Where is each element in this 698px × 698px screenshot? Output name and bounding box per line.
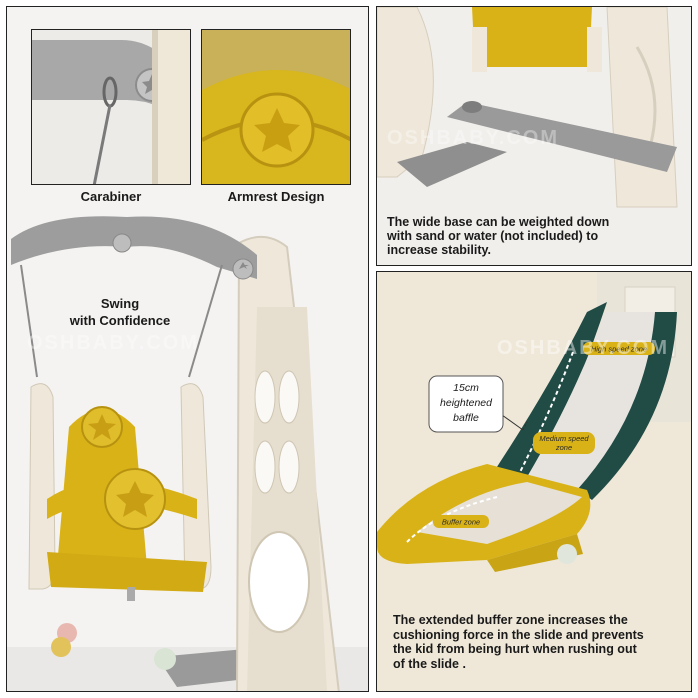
medium-speed-zone-tag bbox=[533, 432, 595, 454]
wide-base-caption: The wide base can be weighted down with … bbox=[387, 215, 687, 257]
high-speed-zone-label: High speed zone bbox=[591, 345, 647, 354]
baffle-label-line2: heightened bbox=[440, 397, 493, 409]
carabiner-illustration bbox=[32, 30, 190, 184]
medium-speed-zone-label-line2: zone bbox=[555, 443, 572, 452]
slide-panel: 15cm heightened baffle High speed zone M… bbox=[376, 271, 692, 692]
high-speed-zone-tag bbox=[583, 342, 655, 355]
swing-label-line1: Swing bbox=[100, 296, 140, 311]
wide-base-caption-line3: increase stability. bbox=[387, 243, 491, 257]
armrest-label: Armrest Design bbox=[227, 189, 325, 204]
slide-illustration: 15cm heightened baffle High speed zone M… bbox=[377, 272, 691, 602]
medium-speed-zone-label-line1: Medium speed bbox=[539, 434, 589, 443]
swing-illustration bbox=[7, 216, 368, 691]
swing-panel: OSHBABY.COM Carabiner Armrest Design Swi… bbox=[6, 6, 369, 692]
carabiner-label: Carabiner bbox=[80, 189, 142, 204]
buffer-zone-tag bbox=[433, 515, 489, 528]
armrest-illustration bbox=[202, 30, 350, 184]
watermark: OSHBABY.COM bbox=[497, 337, 670, 359]
buffer-zone-caption-line3: the kid from being hurt when rushing out bbox=[393, 642, 637, 656]
buffer-zone-caption: The extended buffer zone increases the c… bbox=[393, 613, 689, 671]
baffle-label-line1: 15cm bbox=[453, 382, 479, 394]
buffer-zone-caption-line1: The extended buffer zone increases the bbox=[393, 613, 628, 627]
watermark: OSHBABY.COM bbox=[387, 127, 560, 149]
swing-label: Swing with Confidence bbox=[65, 295, 175, 329]
buffer-zone-caption-line4: of the slide . bbox=[393, 656, 466, 671]
baffle-label-line3: baffle bbox=[453, 412, 479, 424]
wide-base-illustration bbox=[377, 7, 691, 208]
swing-label-line2: with Confidence bbox=[69, 313, 171, 328]
wide-base-caption-line2: with sand or water (not included) to bbox=[387, 229, 599, 243]
wide-base-panel: OSHBABY.COM The wide base can be weighte… bbox=[376, 6, 692, 266]
watermark: OSHBABY.COM bbox=[27, 332, 200, 354]
wide-base-caption-line1: The wide base can be weighted down bbox=[387, 215, 610, 229]
buffer-zone-label: Buffer zone bbox=[442, 518, 480, 527]
buffer-zone-caption-line2: cushioning force in the slide and preven… bbox=[393, 627, 644, 642]
armrest-closeup bbox=[201, 29, 351, 185]
carabiner-closeup bbox=[31, 29, 191, 185]
